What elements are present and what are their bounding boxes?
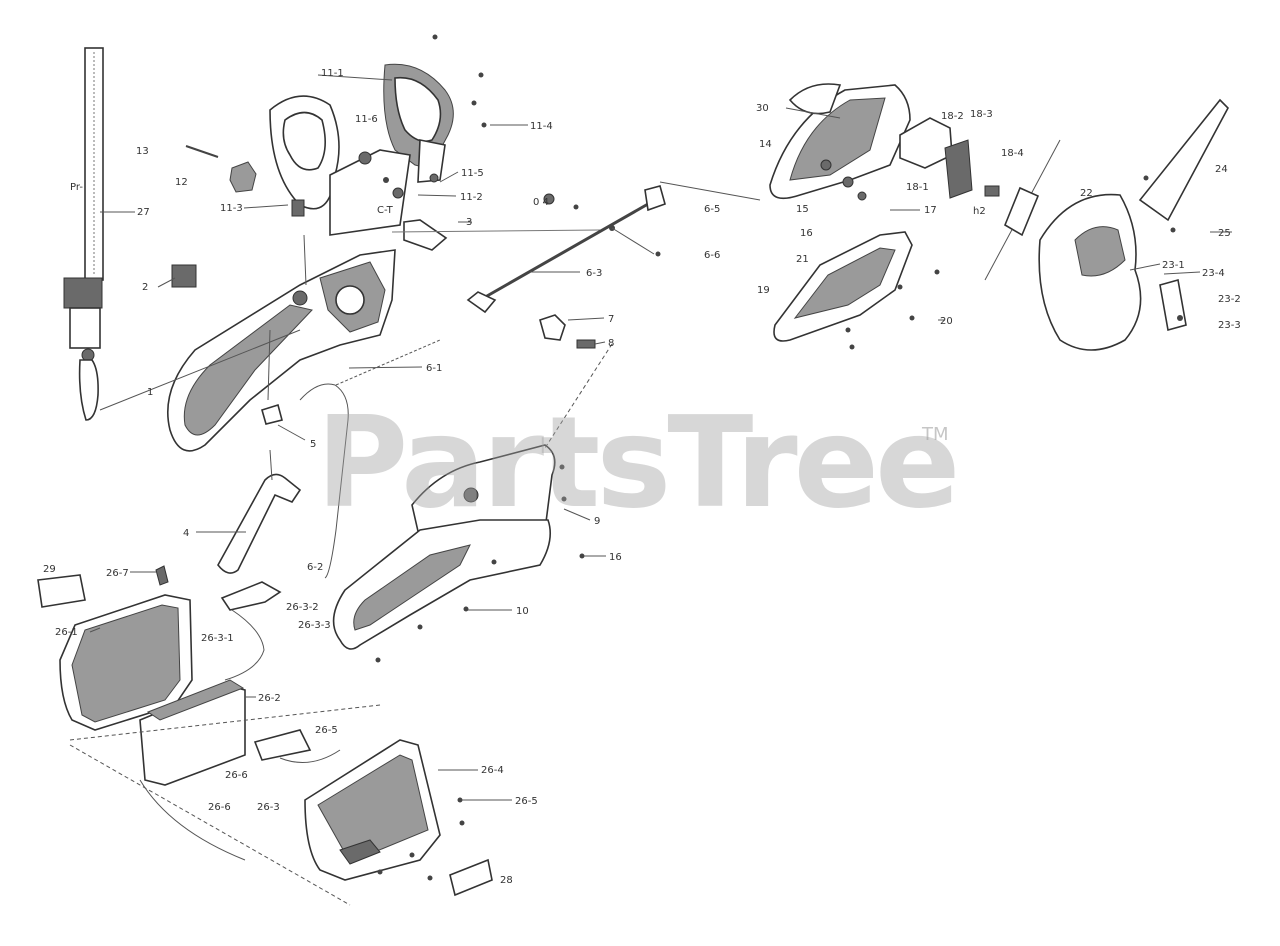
trademark-symbol: TM bbox=[922, 424, 949, 445]
partstree-watermark: PartsTree bbox=[316, 389, 961, 536]
callout-ct: C-T bbox=[377, 205, 394, 216]
callout-30: 30 bbox=[756, 103, 769, 114]
part-switch-5[interactable] bbox=[261, 403, 283, 425]
callout-6-3: 6-3 bbox=[586, 268, 602, 279]
callout-h2: h2 bbox=[973, 206, 986, 217]
callout-18-4: 18-4 bbox=[1001, 148, 1024, 159]
part-latch-7[interactable] bbox=[539, 314, 566, 341]
callout-27: 27 bbox=[137, 207, 150, 218]
callout-26-3-3: 26-3-3 bbox=[298, 620, 331, 631]
callout-6-6: 6-6 bbox=[704, 250, 720, 261]
callout-18-1: 18-1 bbox=[906, 182, 929, 193]
callout-29: 29 bbox=[43, 564, 56, 575]
leader-lines bbox=[89, 74, 1232, 801]
callout-28: 28 bbox=[500, 875, 513, 886]
callout-9: 9 bbox=[594, 516, 600, 527]
callout-26-6b: 26-6 bbox=[208, 802, 231, 813]
callout-11-6: 11-6 bbox=[355, 114, 378, 125]
callout-17: 17 bbox=[924, 205, 937, 216]
callout-2: 2 bbox=[142, 282, 148, 293]
part-motor-housing[interactable] bbox=[769, 83, 911, 201]
part-battery-cell-26-2[interactable] bbox=[139, 679, 246, 786]
callout-26-7: 26-7 bbox=[106, 568, 129, 579]
callout-12: 12 bbox=[175, 177, 188, 188]
callout-11-3: 11-3 bbox=[220, 203, 243, 214]
callout-26-5b: 26-5 bbox=[515, 796, 538, 807]
part-shoulder-strap[interactable] bbox=[63, 47, 104, 421]
callout-26-3-2: 26-3-2 bbox=[286, 602, 319, 613]
callout-7: 7 bbox=[608, 314, 614, 325]
callout-11-1: 11-1 bbox=[321, 68, 344, 79]
callout-26-3: 26-3 bbox=[257, 802, 280, 813]
part-guard-22[interactable] bbox=[1038, 98, 1229, 351]
callout-23-1: 23-1 bbox=[1162, 260, 1185, 271]
callout-labels: 11-1 11-6 11-4 11-5 11-2 11-3 C-T 13 12 … bbox=[43, 68, 1241, 886]
part-wiring-harness[interactable] bbox=[69, 581, 381, 906]
callout-11-2: 11-2 bbox=[460, 192, 483, 203]
part-line-spool-21[interactable] bbox=[984, 139, 1061, 281]
callout-18-3: 18-3 bbox=[970, 109, 993, 120]
callout-24: 24 bbox=[1215, 164, 1228, 175]
callout-26-1: 26-1 bbox=[55, 627, 78, 638]
callout-1: 1 bbox=[147, 387, 153, 398]
callout-8: 8 bbox=[608, 338, 614, 349]
callout-16: 16 bbox=[800, 228, 813, 239]
callout-6-5: 6-5 bbox=[704, 204, 720, 215]
part-upper-handle[interactable] bbox=[269, 34, 487, 236]
callout-23-4: 23-4 bbox=[1202, 268, 1225, 279]
callout-26-2: 26-2 bbox=[258, 693, 281, 704]
callout-26-4: 26-4 bbox=[481, 765, 504, 776]
part-drive-shaft[interactable] bbox=[466, 185, 666, 314]
callout-26-5a: 26-5 bbox=[315, 725, 338, 736]
callout-26-6a: 26-6 bbox=[225, 770, 248, 781]
callout-25: 25 bbox=[1218, 228, 1231, 239]
callout-23-3: 23-3 bbox=[1218, 320, 1241, 331]
part-housing-half-10[interactable] bbox=[332, 464, 585, 663]
callout-5: 5 bbox=[310, 439, 316, 450]
callout-11-4: 11-4 bbox=[530, 121, 553, 132]
callout-21: 21 bbox=[796, 254, 809, 265]
callout-18-2: 18-2 bbox=[941, 111, 964, 122]
callout-22: 22 bbox=[1080, 188, 1093, 199]
callout-10: 10 bbox=[516, 606, 529, 617]
callout-15: 15 bbox=[796, 204, 809, 215]
part-screw-13[interactable] bbox=[185, 145, 219, 158]
callout-13: 13 bbox=[136, 146, 149, 157]
part-charger-26-4[interactable] bbox=[304, 739, 493, 897]
callout-14: 14 bbox=[759, 139, 772, 150]
callout-6-1: 6-1 bbox=[426, 363, 442, 374]
callout-20: 20 bbox=[940, 316, 953, 327]
callout-6-2: 6-2 bbox=[307, 562, 323, 573]
callout-19: 19 bbox=[757, 285, 770, 296]
part-clip-12[interactable] bbox=[229, 161, 257, 193]
part-trigger-4[interactable] bbox=[217, 473, 302, 574]
callout-26-3-1: 26-3-1 bbox=[201, 633, 234, 644]
callout-16b: 16 bbox=[609, 552, 622, 563]
part-battery-pack[interactable] bbox=[37, 565, 193, 731]
callout-pr: Pr- bbox=[70, 182, 83, 193]
part-lower-motor-cover-19[interactable] bbox=[773, 231, 940, 350]
callout-23-2: 23-2 bbox=[1218, 294, 1241, 305]
callout-04: 0 4 bbox=[533, 197, 549, 208]
part-spring-8[interactable] bbox=[576, 339, 596, 349]
callout-4: 4 bbox=[183, 528, 189, 539]
part-fan-18[interactable] bbox=[899, 117, 1000, 199]
part-cable-6-1[interactable] bbox=[299, 339, 441, 579]
callout-3: 3 bbox=[466, 217, 472, 228]
callout-11-5: 11-5 bbox=[461, 168, 484, 179]
